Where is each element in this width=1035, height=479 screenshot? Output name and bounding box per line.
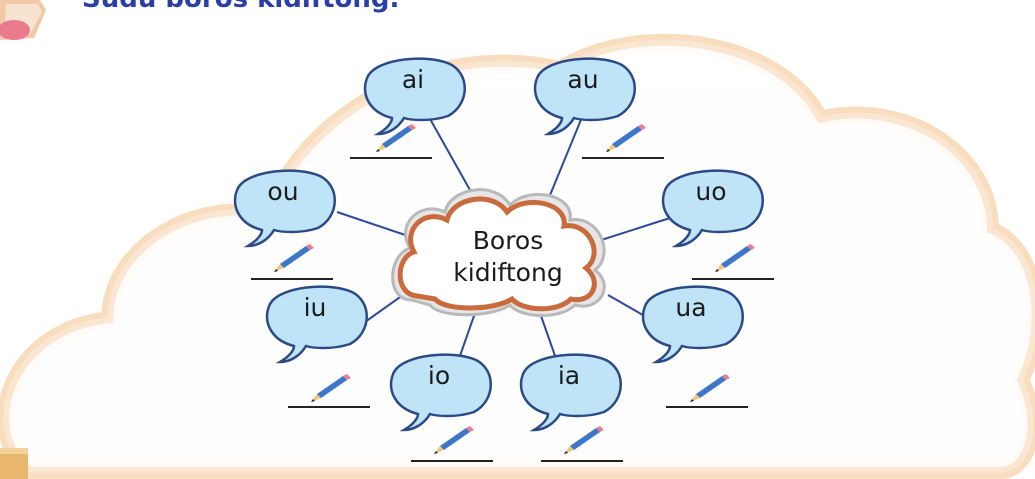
- pencil-icon: [715, 244, 755, 272]
- center-cloud: [391, 188, 606, 317]
- page-title: Sudu boros kidiftong.: [82, 0, 399, 14]
- center-label-line2: kidiftong: [453, 258, 563, 287]
- pencil-icon: [564, 426, 604, 454]
- answer-line-io[interactable]: [411, 460, 493, 462]
- bubble-au: au: [567, 64, 599, 94]
- answer-line-ia[interactable]: [541, 460, 623, 462]
- bubble-ua: ua: [675, 292, 707, 322]
- bubble-iu: iu: [303, 292, 327, 322]
- speech-bubbles: [233, 57, 764, 432]
- bubble-io: io: [427, 360, 451, 390]
- answer-line-ou[interactable]: [251, 278, 333, 280]
- book-icon: [0, 0, 46, 40]
- pencil-icon: [690, 374, 730, 402]
- answer-line-ai[interactable]: [350, 157, 432, 159]
- answer-line-iu[interactable]: [288, 406, 370, 408]
- center-label: Boros kidiftong: [438, 212, 578, 302]
- bubble-ai: ai: [401, 64, 425, 94]
- answer-line-ua[interactable]: [666, 406, 748, 408]
- pencil-icon: [274, 244, 314, 272]
- pencil-icon: [606, 124, 646, 152]
- wood-icon: [0, 448, 28, 479]
- bubble-uo: uo: [695, 176, 727, 206]
- pencil-icon: [434, 426, 474, 454]
- bubble-ou: ou: [267, 176, 299, 206]
- answer-line-uo[interactable]: [692, 278, 774, 280]
- bubble-ia: ia: [557, 360, 581, 390]
- answer-line-au[interactable]: [582, 157, 664, 159]
- pencil-icon: [311, 374, 351, 402]
- center-label-line1: Boros: [472, 225, 544, 255]
- pencil-icon: [376, 124, 416, 152]
